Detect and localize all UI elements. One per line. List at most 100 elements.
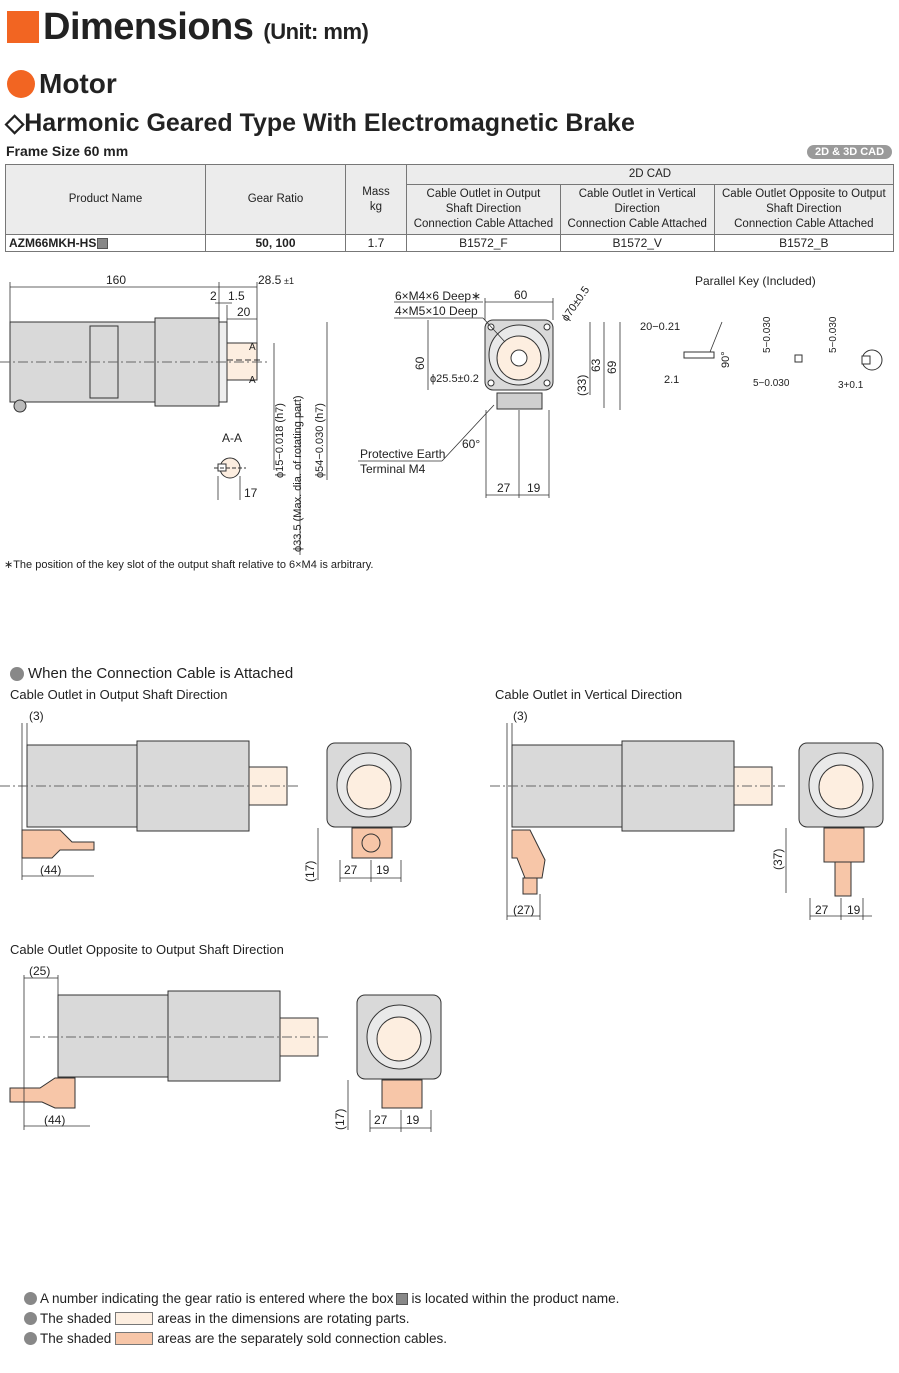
motor-side-view — [0, 317, 270, 413]
key-dim-5a: 5−0.030 — [762, 316, 773, 353]
dim-1-5: 1.5 — [228, 289, 245, 303]
motor-front-view — [484, 319, 554, 410]
dim-63: 63 — [589, 358, 603, 372]
cb-dim-44: (44) — [44, 1113, 65, 1127]
cable-output-label: Cable Outlet in Output Shaft Direction — [10, 687, 228, 702]
diamond-icon: ◇ — [5, 109, 25, 137]
front-dim-60-v: 60 — [413, 356, 427, 370]
cv-dim-37: (37) — [771, 849, 785, 870]
cable-swatch — [115, 1332, 154, 1345]
dim-phi33-5: ϕ33.5 (Max. dia. of rotating part) — [292, 395, 304, 552]
front-dim-60: 60 — [514, 288, 528, 302]
th-gear-ratio: Gear Ratio — [205, 164, 346, 235]
cb-dim-27: 27 — [374, 1113, 388, 1127]
dim-phi54: ϕ54−0.030 (h7) — [314, 403, 326, 478]
legend-rotating: The shaded areas in the dimensions are r… — [24, 1311, 409, 1326]
cable-vertical-front — [798, 742, 884, 897]
key-dim-5c: 5−0.030 — [828, 316, 839, 353]
footnote: ∗The position of the key slot of the out… — [4, 559, 374, 571]
cable-section-heading: When the Connection Cable is Attached — [10, 665, 293, 682]
section-mark-a-top: A — [249, 342, 256, 353]
unit-label: (Unit: mm) — [263, 19, 369, 44]
cv-dim-27b: 27 — [815, 903, 829, 917]
orange-square-icon — [7, 11, 39, 43]
legend-cables: The shaded areas are the separately sold… — [24, 1331, 447, 1346]
section-heading: Motor — [7, 68, 117, 100]
gray-dot-icon — [10, 666, 24, 681]
cable-opposite-label: Cable Outlet Opposite to Output Shaft Di… — [10, 942, 284, 957]
cb-dim-19: 19 — [406, 1113, 420, 1127]
tap-m4: 6×M4×6 Deep∗ — [395, 289, 481, 303]
dim-17: 17 — [244, 486, 258, 500]
product-name-cell: AZM66MKH-HS — [5, 234, 206, 252]
rotating-swatch — [115, 1312, 154, 1325]
dim-20: 20 — [237, 305, 251, 319]
cable-vertical-side — [490, 740, 785, 895]
key-dim-3: 3+0.1 — [838, 380, 864, 391]
dim-28-5-tol: ±1 — [284, 276, 294, 286]
key-title: Parallel Key (Included) — [695, 274, 816, 288]
gear-ratio-cell: 50, 100 — [205, 234, 346, 252]
dim-60deg: 60° — [462, 437, 480, 451]
tap-m5: 4×M5×10 Deep — [395, 304, 478, 318]
dim-28-5: 28.5 — [258, 273, 282, 287]
pe-label-2: Terminal M4 — [360, 462, 426, 476]
th-product-name: Product Name — [5, 164, 206, 235]
co-dim-44: (44) — [40, 863, 61, 877]
key-dim-5b: 5−0.030 — [753, 378, 790, 389]
cv-dim-19: 19 — [847, 903, 861, 917]
mass-cell: 1.7 — [345, 234, 407, 252]
section-label-aa: A-A — [222, 431, 242, 445]
cable-opposite-side — [9, 990, 330, 1109]
cv-dim-27: (27) — [513, 903, 534, 917]
cable-output-front — [326, 742, 412, 859]
th-2d-cad: 2D CAD — [406, 164, 894, 185]
front-dim-27: 27 — [497, 481, 511, 495]
gray-dot-icon — [24, 1332, 37, 1345]
dim-33: (33) — [575, 375, 589, 396]
key-dim-20: 20−0.21 — [640, 321, 680, 333]
co-dim-27: 27 — [344, 863, 358, 877]
orange-dot-icon — [7, 70, 35, 98]
dim-2: 2 — [210, 289, 217, 303]
cad-opposite-link[interactable]: B1572_B — [713, 234, 895, 252]
co-dim-19: 19 — [376, 863, 390, 877]
front-dim-19: 19 — [527, 481, 541, 495]
gray-dot-icon — [24, 1292, 37, 1305]
gear-box-icon — [97, 238, 109, 250]
cad-badge[interactable]: 2D & 3D CAD — [807, 145, 892, 159]
dim-160: 160 — [106, 273, 126, 287]
table-row: AZM66MKH-HS 50, 100 1.7 B1572_F B1572_V … — [5, 234, 895, 252]
co-dim-17: (17) — [303, 861, 317, 882]
cv-dim-3: (3) — [513, 709, 528, 723]
co-dim-3: (3) — [29, 709, 44, 723]
dim-phi25-5: ϕ25.5±0.2 — [430, 373, 479, 385]
parallel-key-drawing — [683, 321, 883, 371]
cb-dim-17: (17) — [333, 1109, 347, 1130]
gray-dot-icon — [24, 1312, 37, 1325]
page-title: Dimensions (Unit: mm) — [7, 6, 369, 49]
cad-vertical-link[interactable]: B1572_V — [559, 234, 715, 252]
dim-69: 69 — [605, 360, 619, 374]
cable-vertical-label: Cable Outlet in Vertical Direction — [495, 687, 683, 702]
cad-output-link[interactable]: B1572_F — [406, 234, 561, 252]
frame-size: Frame Size 60 mm — [6, 143, 129, 159]
key-dim-2-1: 2.1 — [664, 374, 679, 386]
cb-dim-25: (25) — [29, 964, 50, 978]
pe-label-1: Protective Earth — [360, 447, 445, 461]
gear-box-icon — [396, 1292, 409, 1305]
section-mark-a-bottom: A — [249, 375, 256, 386]
cable-output-side — [0, 740, 300, 859]
subsection-heading: ◇Harmonic Geared Type With Electromagnet… — [5, 109, 635, 137]
legend-box: A number indicating the gear ratio is en… — [24, 1291, 619, 1306]
dim-phi70: ϕ70±0.5 — [560, 284, 593, 323]
key-dim-90: 90° — [720, 351, 732, 368]
cable-opposite-front — [356, 994, 442, 1109]
dim-phi15: ϕ15−0.018 (h7) — [274, 403, 286, 478]
